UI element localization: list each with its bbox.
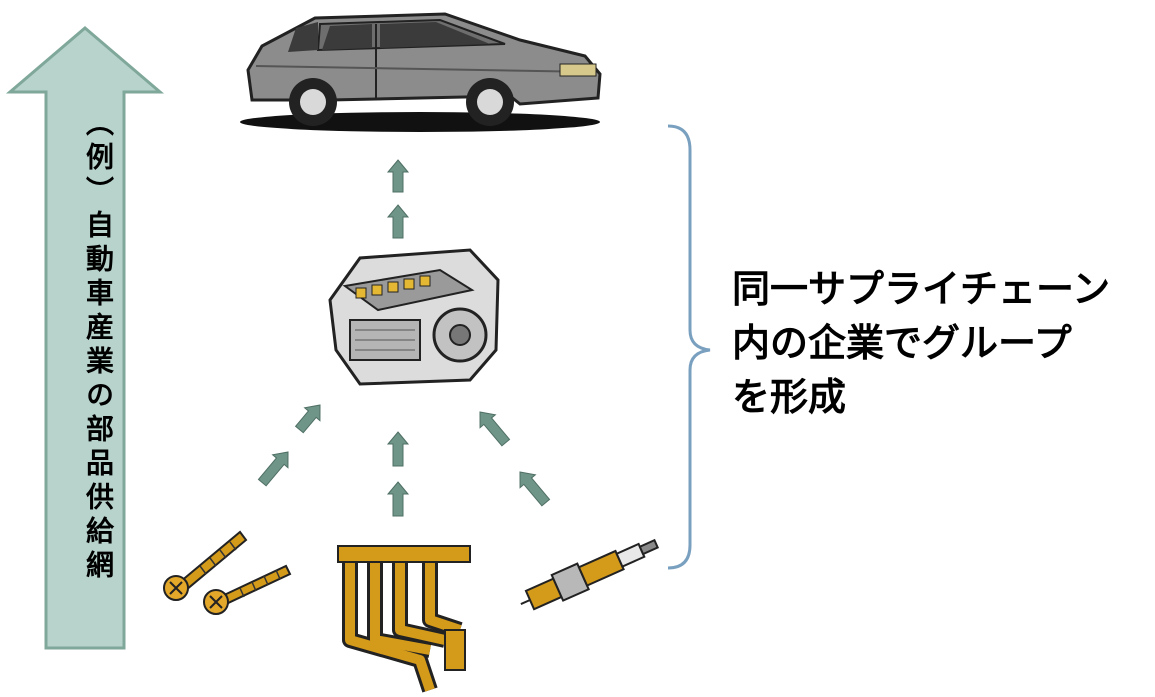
arrow-spark-engine-1: [479, 411, 511, 447]
caption-line-3: を形成: [732, 375, 847, 419]
caption-line-1: 同一サプライチェーン: [732, 267, 1111, 311]
caption-line-2: 内の企業でグループ: [732, 321, 1072, 365]
side-label: （例）自動車産業の部品供給網: [82, 108, 115, 584]
arrow-manifold-engine-2: [386, 481, 410, 517]
arrow-screws-engine-2: [257, 451, 289, 487]
arrow-spark-engine-2: [519, 471, 551, 507]
arrow-screws-engine-1: [294, 404, 321, 434]
arrow-engine-car-1: [386, 159, 410, 193]
caption-text: 同一サプライチェーン 内の企業でグループ を形成: [732, 262, 1152, 424]
arrow-engine-car-2: [386, 204, 410, 239]
arrow-manifold-engine-1: [386, 431, 410, 467]
